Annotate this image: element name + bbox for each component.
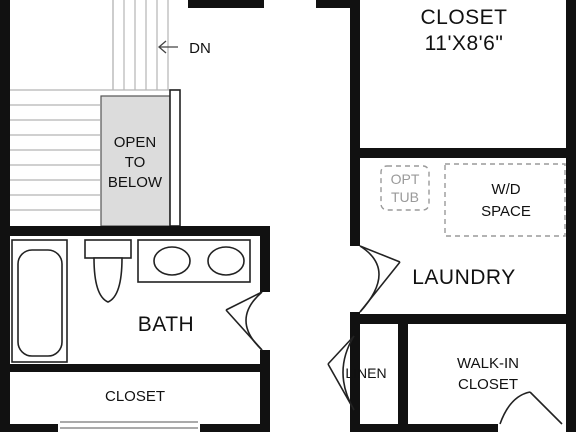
closet-top-size: 11'X8'6"	[425, 32, 504, 55]
stairs-down-label: DN	[189, 40, 211, 57]
closet-top-label: CLOSET	[420, 6, 507, 29]
laundry-door[interactable]	[359, 245, 401, 313]
wd-space-line1: W/D	[491, 181, 520, 198]
open-to-below-line1: OPEN	[114, 134, 157, 151]
vanity	[137, 239, 251, 283]
bathtub	[11, 239, 68, 363]
staircase	[10, 0, 180, 211]
bath-door[interactable]	[225, 291, 263, 351]
closet-bottom-label: CLOSET	[105, 388, 165, 405]
down-arrow-icon	[158, 40, 178, 54]
linen-door[interactable]	[327, 335, 355, 411]
optional-tub-outline	[380, 165, 430, 211]
laundry-label: LAUNDRY	[412, 266, 515, 289]
open-to-below-line3: BELOW	[108, 174, 163, 191]
washer-dryer-outline	[444, 163, 566, 237]
linen-label: LINEN	[345, 365, 386, 381]
walk-in-closet-line1: WALK-IN	[457, 355, 519, 372]
walk-in-closet-door[interactable]	[499, 391, 563, 425]
walk-in-closet-line2: CLOSET	[458, 376, 518, 393]
wd-space-line2: SPACE	[481, 203, 531, 220]
bath-label: BATH	[138, 313, 194, 336]
open-to-below-rail	[169, 89, 181, 227]
closet-bifold-door[interactable]	[60, 421, 198, 429]
opt-tub-line2: TUB	[391, 189, 419, 205]
open-to-below-line2: TO	[125, 154, 146, 171]
toilet	[84, 239, 132, 303]
opt-tub-line1: OPT	[391, 171, 420, 187]
